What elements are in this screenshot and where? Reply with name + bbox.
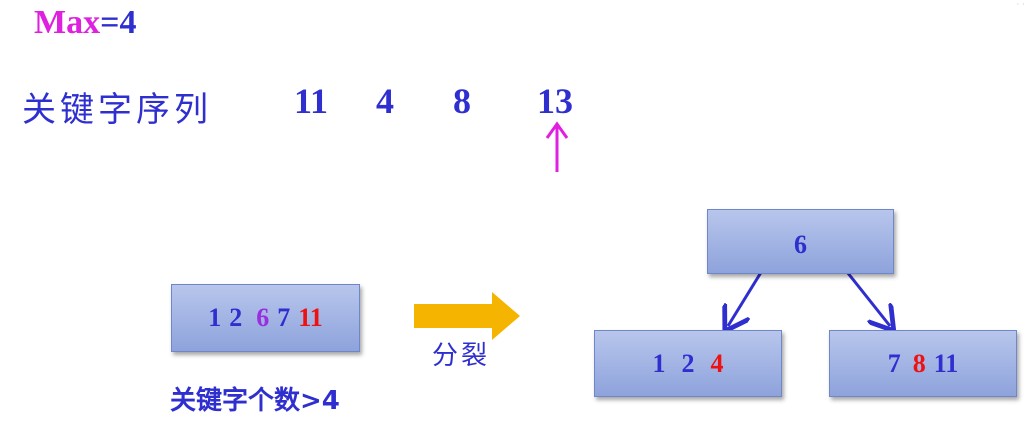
node-key: 7: [887, 348, 901, 378]
sequence-key-3: 8: [453, 81, 471, 121]
node-key-new: 8: [912, 348, 926, 378]
corner-mark: · ·: [1016, 0, 1025, 10]
node-key: 2: [229, 303, 243, 332]
node-key: 6: [794, 230, 807, 259]
node-key: 11: [933, 348, 959, 378]
node-root: 6: [707, 209, 894, 274]
sequence-key-2: 4: [376, 81, 394, 121]
node-key: 2: [681, 348, 695, 378]
max-word: Max: [34, 4, 101, 41]
sequence-key-4: 13: [537, 81, 573, 121]
sequence-key-1: 11: [294, 81, 329, 121]
node-right-child: 7 8 11: [829, 330, 1017, 397]
sequence-label: 关键字序列: [22, 90, 212, 130]
node-key-promoted: 6: [256, 303, 270, 332]
pointer-arrow-icon: [545, 121, 569, 172]
max-label: Max=4: [34, 4, 136, 42]
split-arrow-icon: [414, 292, 520, 340]
node-left-child: 1 2 4: [594, 330, 782, 397]
node-key: 1: [208, 303, 222, 332]
node-before-split: 1 2 6 7 11: [171, 284, 360, 352]
node-key-new: 11: [298, 303, 323, 332]
node-key: 7: [277, 303, 291, 332]
node-key: 1: [652, 348, 666, 378]
key-count-label: 关键字个数>4: [170, 386, 340, 416]
split-label: 分裂: [432, 341, 491, 371]
node-key-new: 4: [710, 348, 724, 378]
max-value: =4: [100, 4, 137, 41]
